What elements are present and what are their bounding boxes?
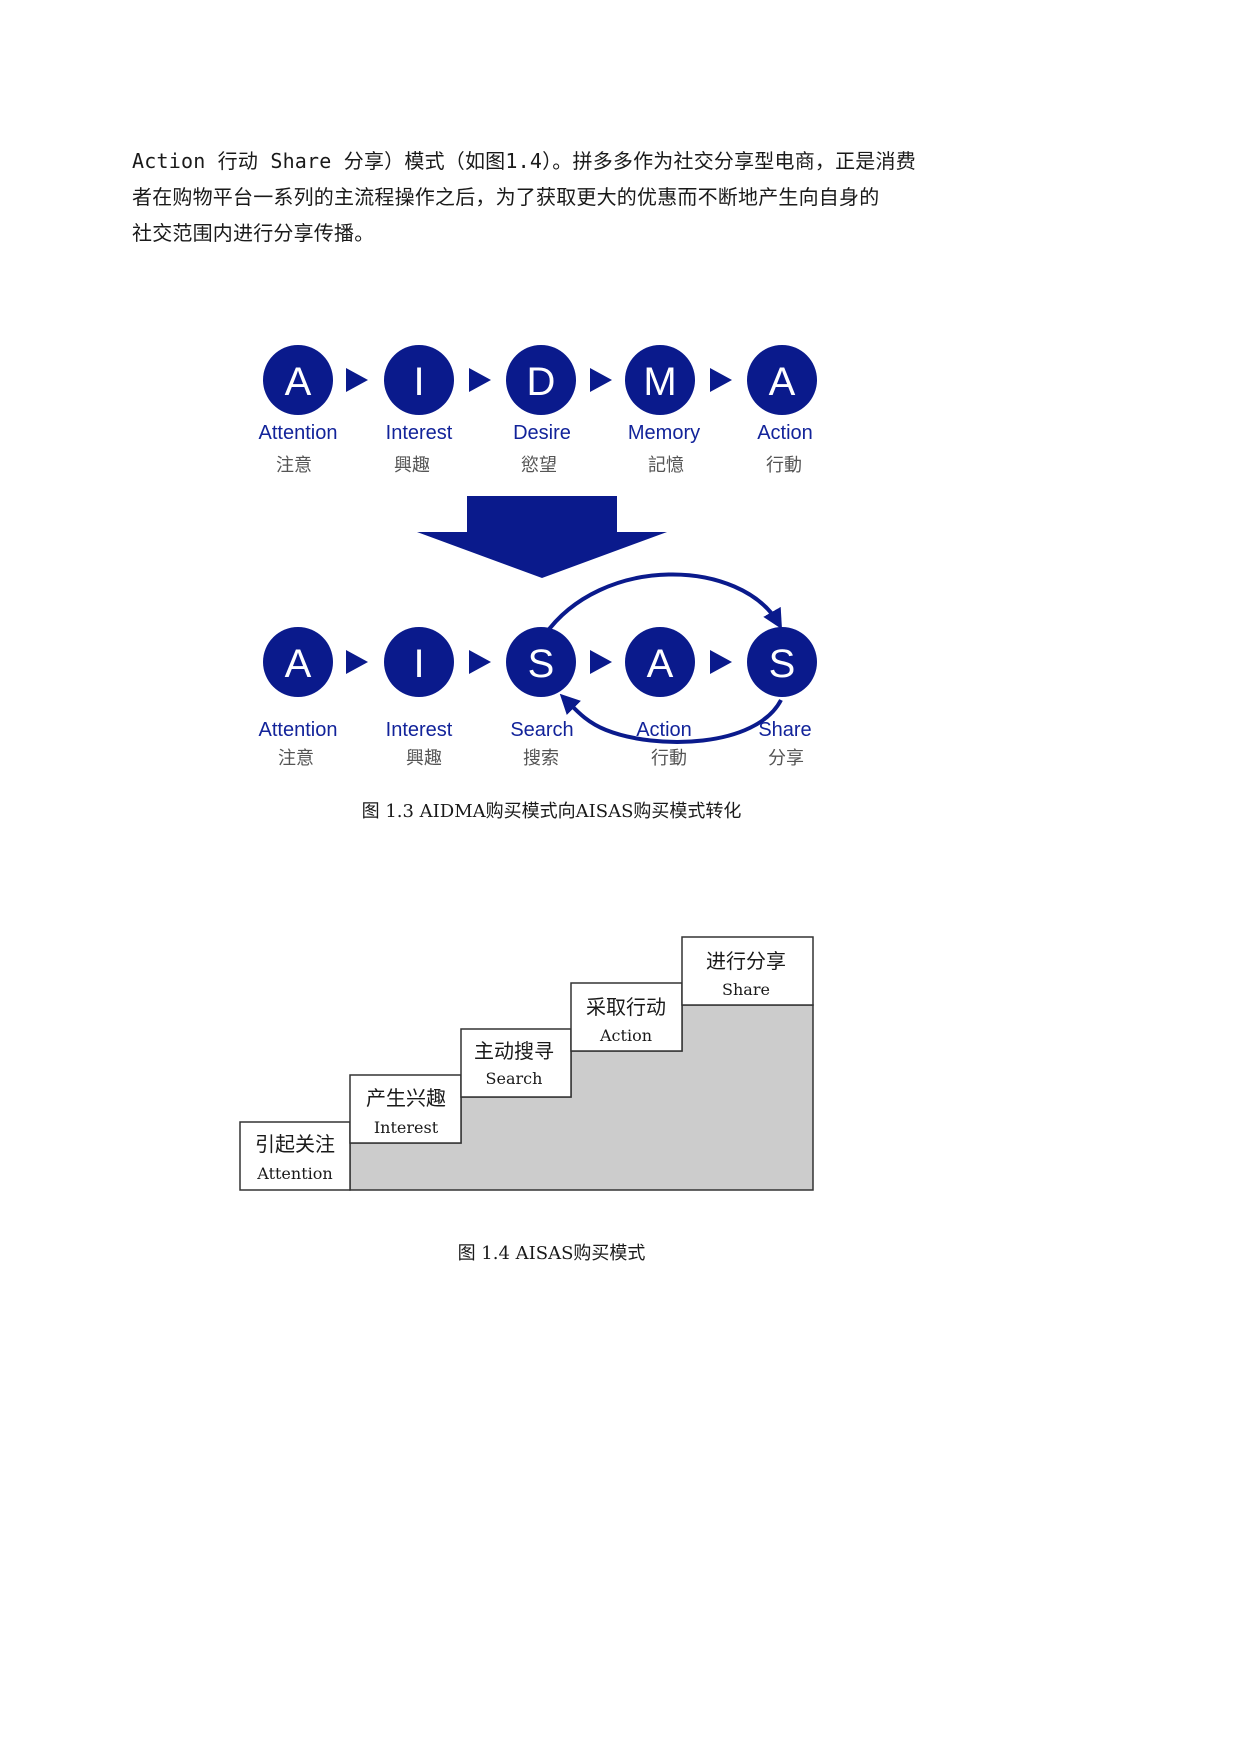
step-box — [239, 1121, 351, 1191]
paragraph-line: 社交范围内进行分享传播。 — [132, 221, 375, 245]
arrow-right-icon — [710, 650, 732, 674]
stage-circle — [506, 627, 576, 697]
arrow-right-icon — [469, 650, 491, 674]
stage-letter: D — [527, 360, 556, 404]
aidma-stage-memory: M Memory 記憶 — [625, 345, 700, 476]
step-english-label: Attention — [256, 1164, 332, 1183]
step-english-label: Search — [486, 1069, 543, 1088]
stage-chinese-label: 記憶 — [648, 455, 684, 476]
stage-chinese-label: 興趣 — [394, 455, 430, 476]
paragraph-line: Action 行动 Share 分享）模式（如图1.4）。拼多多作为社交分享型电… — [132, 149, 916, 173]
stage-letter: A — [285, 642, 312, 686]
step-share: 进行分享 Share — [681, 936, 814, 1006]
stage-letter: S — [769, 642, 796, 686]
stage-chinese-label: 分享 — [768, 748, 804, 769]
step-attention: 引起关注 Attention — [239, 1121, 351, 1191]
aidma-stage-action: A Action 行動 — [747, 345, 817, 476]
step-interest: 产生兴趣 Interest — [349, 1074, 462, 1144]
aidma-stage-interest: I Interest 興趣 — [384, 345, 454, 476]
step-action: 采取行动 Action — [570, 982, 683, 1052]
figure-1-4-caption: 图 1.4 AISAS购买模式 — [457, 1243, 646, 1264]
stage-circle — [263, 345, 333, 415]
aisas-stage-share: S Share 分享 — [747, 627, 817, 769]
arrow-right-icon — [469, 368, 491, 392]
loop-arrow-share-to-search — [559, 693, 783, 744]
step-chinese-label: 进行分享 — [706, 949, 786, 973]
stage-circle — [263, 627, 333, 697]
loop-arrow-search-to-share — [542, 572, 783, 638]
transition-down-arrow-icon — [417, 496, 667, 578]
stage-english-label: Attention — [259, 719, 338, 741]
aisas-stage-action: A Action 行動 — [625, 627, 695, 769]
stage-english-label: Action — [757, 422, 813, 444]
paragraph-line: 者在购物平台一系列的主流程操作之后，为了获取更大的优惠而不断地产生向自身的 — [132, 185, 880, 209]
stage-letter: A — [769, 360, 796, 404]
aidma-stage-desire: D Desire 慾望 — [506, 345, 576, 476]
stage-letter: A — [647, 642, 674, 686]
stage-circle — [625, 627, 695, 697]
stage-circle — [384, 627, 454, 697]
step-box — [681, 936, 814, 1006]
stage-english-label: Memory — [628, 422, 700, 444]
step-english-label: Share — [722, 980, 770, 999]
aisas-staircase-figure: 引起关注 Attention 产生兴趣 Interest 主动搜寻 Search… — [239, 936, 814, 1191]
aisas-stage-search: S Search 搜索 — [506, 627, 576, 769]
stage-letter: M — [643, 360, 676, 404]
step-box — [570, 982, 683, 1052]
document-page: Action 行动 Share 分享）模式（如图1.4）。拼多多作为社交分享型电… — [132, 143, 992, 1264]
step-english-label: Action — [599, 1026, 652, 1045]
stage-circle — [747, 627, 817, 697]
stage-english-label: Attention — [259, 422, 338, 444]
aidma-row: A Attention 注意 I Interest 興趣 D Desire 慾望 — [259, 345, 817, 476]
step-chinese-label: 产生兴趣 — [366, 1086, 446, 1110]
body-paragraph: Action 行动 Share 分享）模式（如图1.4）。拼多多作为社交分享型电… — [132, 143, 992, 251]
stage-circle — [625, 345, 695, 415]
step-chinese-label: 采取行动 — [586, 995, 666, 1019]
step-box — [349, 1074, 462, 1144]
stage-letter: I — [413, 360, 424, 404]
stage-english-label: Action — [636, 719, 692, 741]
stage-letter: I — [413, 642, 424, 686]
stage-circle — [384, 345, 454, 415]
stage-circle — [747, 345, 817, 415]
step-box — [460, 1028, 572, 1098]
stage-chinese-label: 慾望 — [521, 455, 557, 476]
arrow-right-icon — [346, 368, 368, 392]
stage-english-label: Share — [758, 719, 811, 741]
stage-chinese-label: 行動 — [651, 748, 687, 769]
stage-chinese-label: 注意 — [278, 748, 314, 769]
stage-circle — [506, 345, 576, 415]
figure-1-3-caption: 图 1.3 AIDMA购买模式向AISAS购买模式转化 — [361, 801, 742, 822]
stage-english-label: Search — [510, 719, 573, 741]
arrow-right-icon — [590, 368, 612, 392]
stage-chinese-label: 搜索 — [523, 748, 559, 769]
arrow-right-icon — [710, 368, 732, 392]
stage-letter: S — [528, 642, 555, 686]
stage-english-label: Interest — [386, 719, 453, 741]
step-search: 主动搜寻 Search — [460, 1028, 572, 1098]
step-chinese-label: 主动搜寻 — [474, 1039, 554, 1063]
arrow-right-icon — [590, 650, 612, 674]
aisas-stage-attention: A Attention 注意 — [259, 627, 338, 769]
step-english-label: Interest — [374, 1118, 439, 1137]
aisas-row: A Attention 注意 I Interest 興趣 S Search 搜索 — [259, 572, 817, 769]
stage-letter: A — [285, 360, 312, 404]
stage-chinese-label: 行動 — [766, 455, 802, 476]
stage-chinese-label: 注意 — [276, 455, 312, 476]
step-chinese-label: 引起关注 — [255, 1132, 335, 1156]
aidma-stage-attention: A Attention 注意 — [259, 345, 338, 476]
aisas-stage-interest: I Interest 興趣 — [384, 627, 454, 769]
aidma-to-aisas-figure: A Attention 注意 I Interest 興趣 D Desire 慾望 — [259, 345, 817, 769]
arrow-right-icon — [346, 650, 368, 674]
stage-english-label: Interest — [386, 422, 453, 444]
stage-chinese-label: 興趣 — [406, 748, 442, 769]
stage-english-label: Desire — [513, 422, 571, 444]
